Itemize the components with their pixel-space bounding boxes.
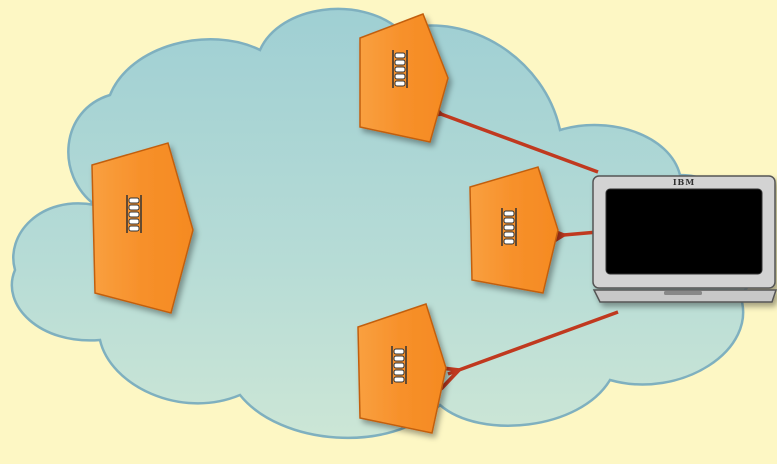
laptop-trackpad [664,291,702,295]
laptop-screen [605,188,763,275]
node-left[interactable] [91,142,194,314]
node-middle-shape [469,166,559,294]
arrow-to-middle-node [552,232,599,236]
laptop-brand-label: IBM [673,177,695,187]
arrow-to-bottom-node [448,310,619,374]
ladder-queue-icon [126,194,142,234]
ladder-queue-icon [392,49,408,89]
ladder-queue-icon [501,207,517,247]
node-bottom[interactable] [357,303,447,434]
ladder-queue-icon [391,345,407,385]
node-left-shape [91,142,194,314]
node-top[interactable] [359,13,449,143]
laptop-icon[interactable]: IBM [592,175,777,303]
connection-arrows [430,110,619,374]
arrow-to-top-node [430,110,599,174]
node-middle[interactable] [469,166,559,294]
laptop-base [592,289,777,303]
